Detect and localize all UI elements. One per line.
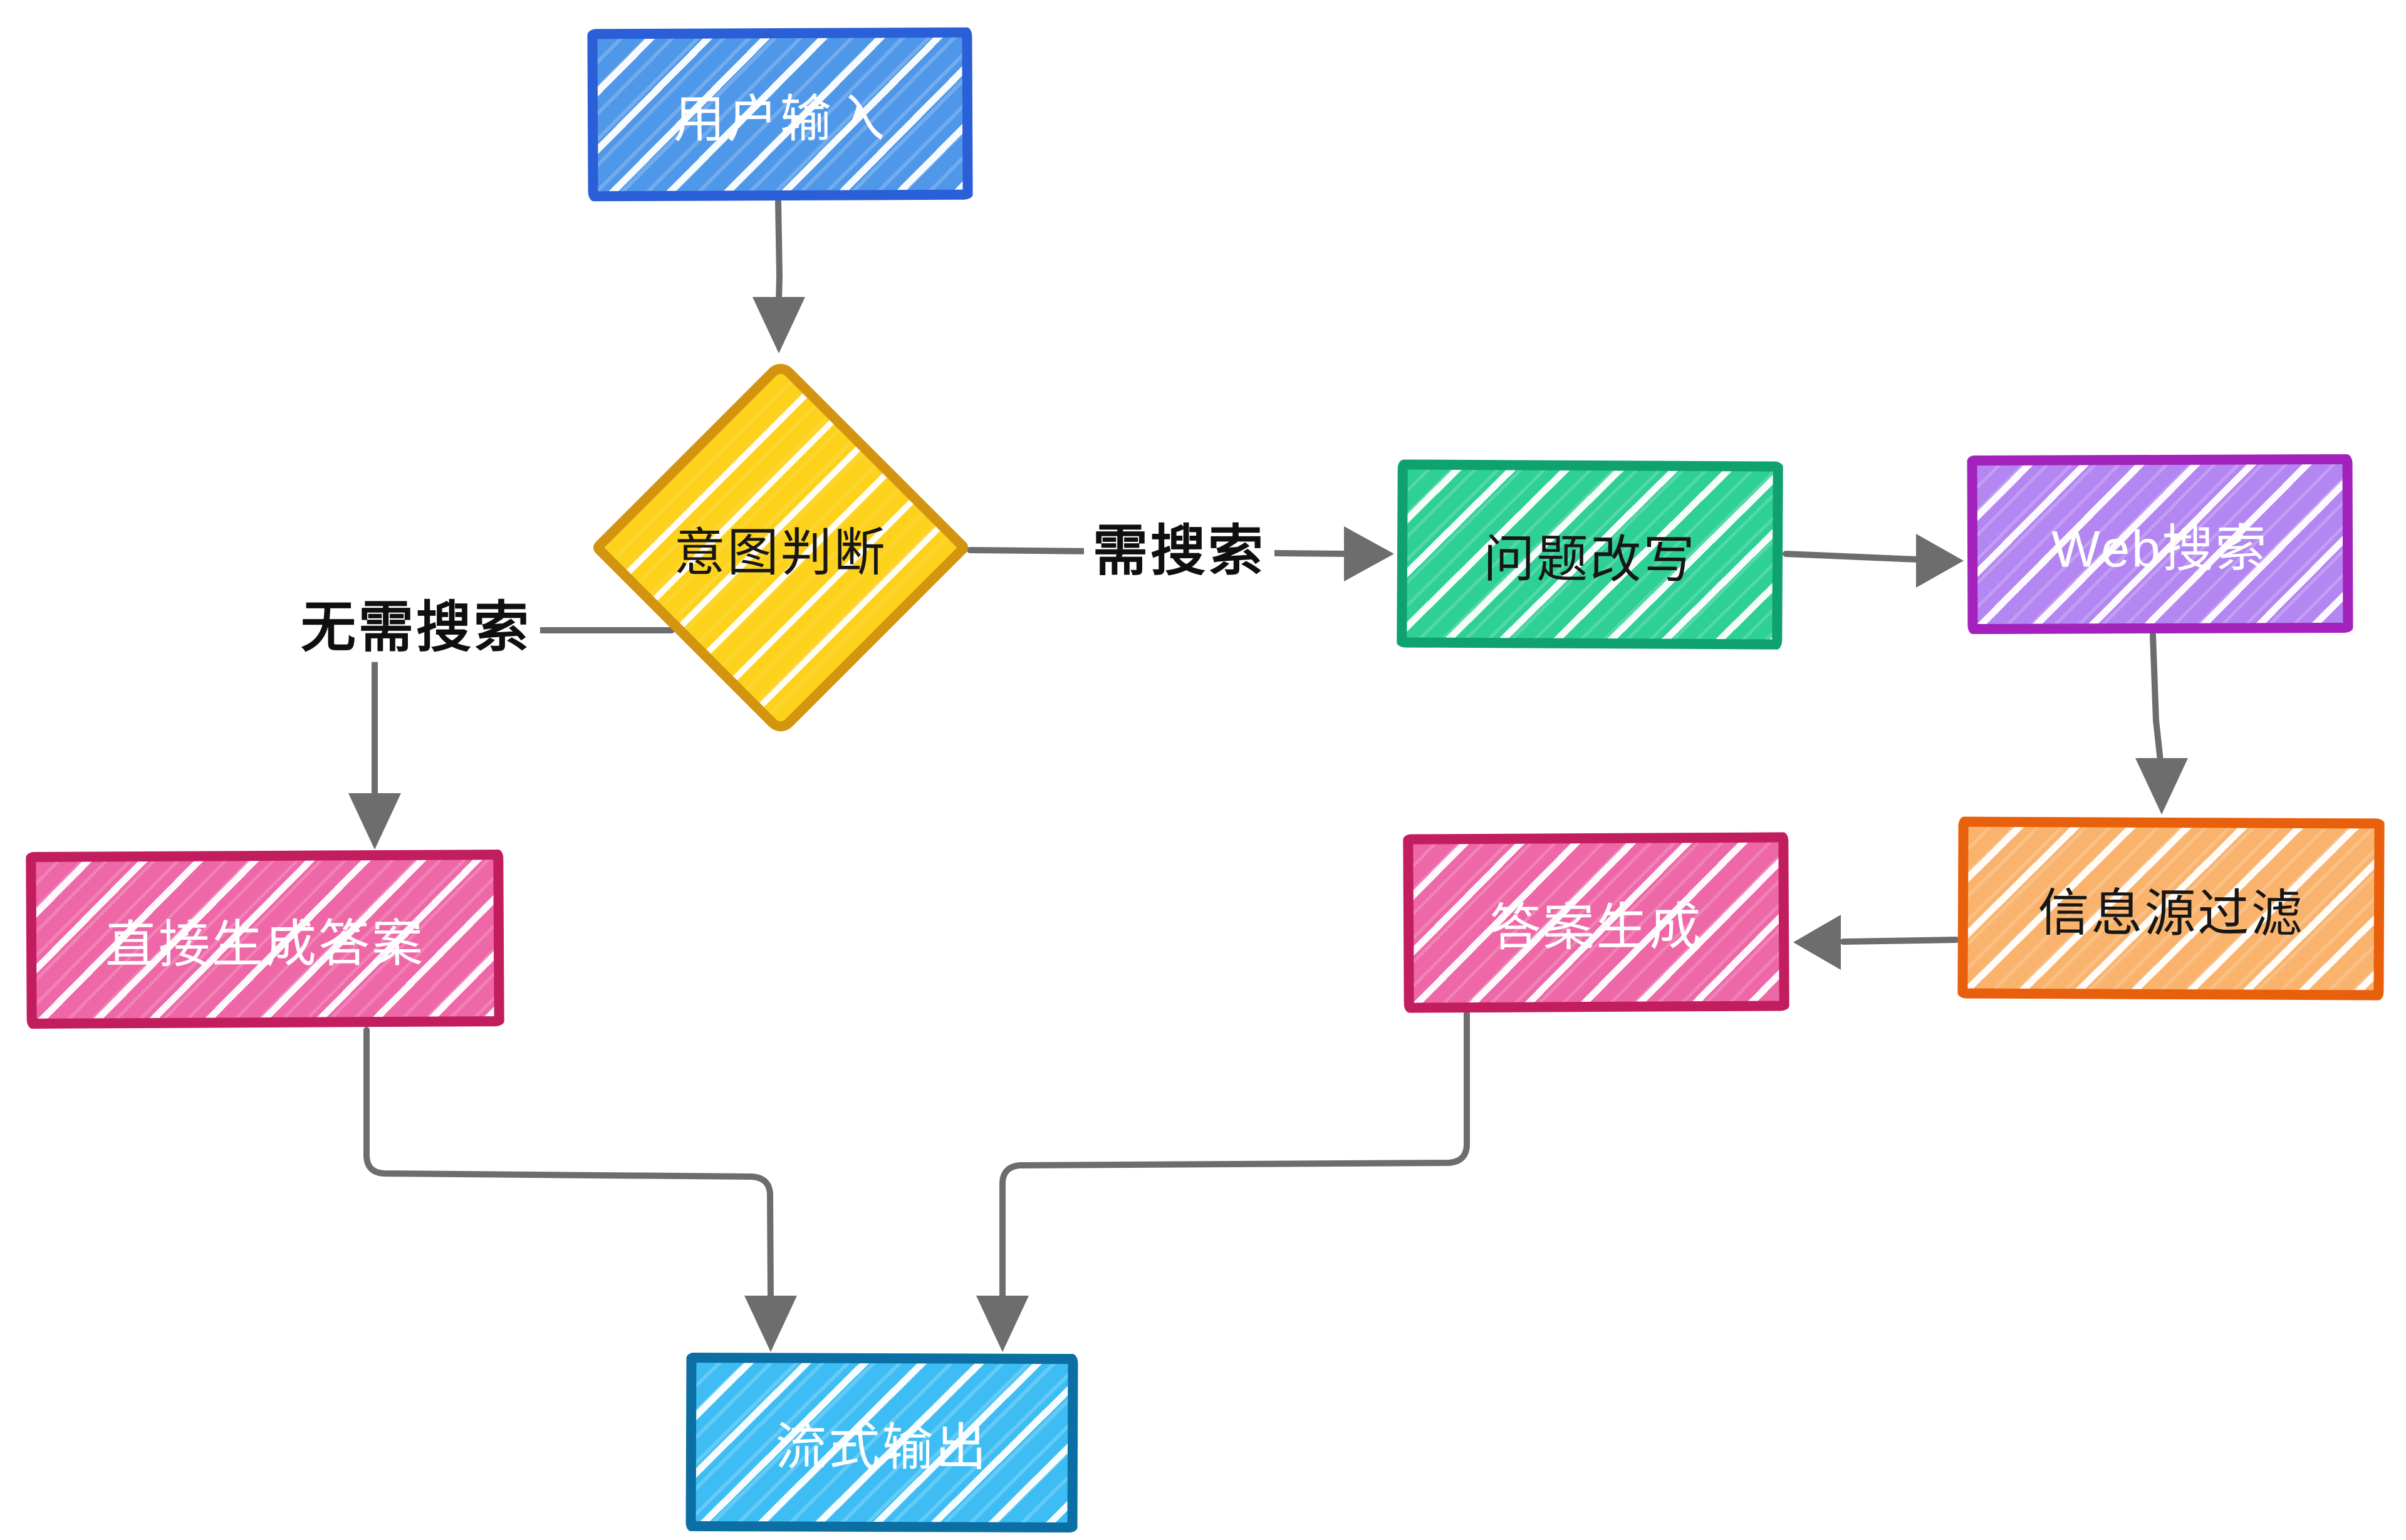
edge-question-rewrite-to-web-search bbox=[1783, 534, 1964, 588]
node-stream-output-label: 流式输出 bbox=[775, 1418, 989, 1477]
node-intent-judgment-label: 意图判断 bbox=[674, 524, 888, 581]
node-web-search: Web搜索 bbox=[1967, 454, 2353, 635]
edge-answer-generation-to-stream-output bbox=[976, 1011, 1470, 1352]
node-answer-generation-label: 答案生成 bbox=[1489, 898, 1703, 957]
node-user-input-label: 用户输入 bbox=[673, 90, 887, 148]
node-web-search-label: Web搜索 bbox=[2051, 520, 2269, 578]
edge-user-input-to-intent bbox=[753, 199, 805, 353]
node-stream-output: 流式输出 bbox=[685, 1352, 1078, 1533]
node-user-input: 用户输入 bbox=[587, 27, 973, 202]
node-answer-generation: 答案生成 bbox=[1403, 832, 1789, 1013]
edge-label-no-search: 无需搜索 bbox=[291, 593, 541, 662]
node-question-rewrite-label: 问题改写 bbox=[1483, 530, 1697, 589]
node-direct-answer-label: 直接生成答案 bbox=[105, 915, 425, 974]
edge-label-need-search: 需搜索 bbox=[1083, 517, 1275, 586]
node-source-filter: 信息源过滤 bbox=[1957, 816, 2385, 1001]
edge-source-filter-to-answer-generation bbox=[1793, 915, 1959, 970]
node-direct-answer: 直接生成答案 bbox=[26, 850, 504, 1029]
node-question-rewrite: 问题改写 bbox=[1397, 459, 1783, 650]
edge-web-search-to-source-filter bbox=[2135, 632, 2188, 814]
node-source-filter-label: 信息源过滤 bbox=[2038, 884, 2304, 943]
edge-intent-to-direct-answer bbox=[348, 627, 675, 850]
edge-direct-answer-to-stream-output bbox=[363, 1027, 797, 1352]
